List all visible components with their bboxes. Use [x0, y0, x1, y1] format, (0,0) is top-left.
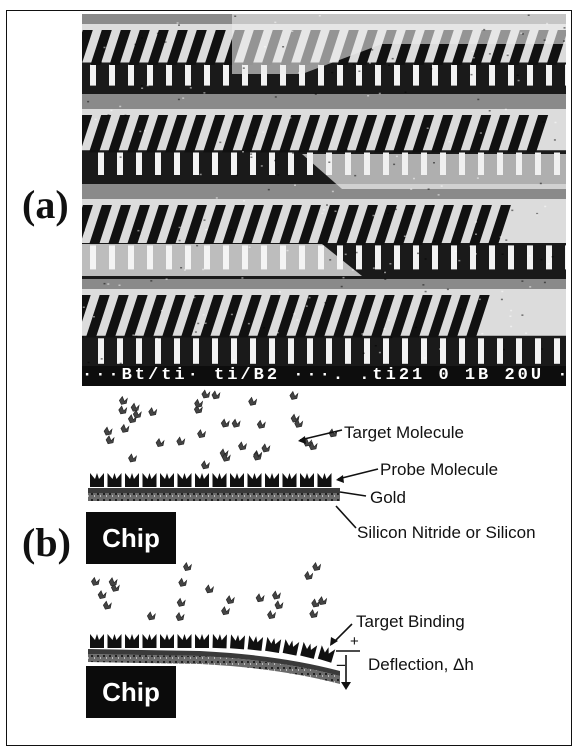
target-molecule: [177, 598, 185, 606]
target-molecule: [177, 437, 185, 445]
label-probe-molecule: Probe Molecule: [380, 461, 498, 478]
target-molecule: [290, 391, 298, 399]
probe-molecule: [318, 473, 332, 487]
target-molecule: [221, 419, 229, 427]
substrate-layer-bottom: [88, 654, 340, 684]
target-molecule: [106, 436, 114, 444]
target-molecule: [104, 427, 112, 435]
target-molecule: [205, 585, 213, 593]
target-molecule: [272, 591, 280, 599]
probe-molecule: [195, 634, 209, 648]
target-molecules-top: [104, 390, 337, 469]
probe-molecule: [283, 639, 300, 656]
probe-molecule: [265, 637, 281, 653]
probe-molecule: [283, 473, 297, 487]
target-molecule: [147, 612, 155, 620]
target-molecule: [249, 397, 257, 405]
probe-molecule: [178, 634, 192, 648]
target-molecule: [232, 419, 240, 427]
target-molecule: [119, 406, 127, 414]
substrate-layer-top: [88, 493, 340, 501]
leader-gold: [340, 492, 366, 496]
target-molecule: [176, 613, 184, 621]
probe-molecule: [125, 473, 139, 487]
arrowhead-target: [298, 436, 306, 444]
target-molecule: [195, 399, 203, 407]
target-molecule: [226, 596, 234, 604]
target-molecule: [149, 408, 157, 416]
probe-molecule: [300, 473, 314, 487]
probe-molecule: [230, 473, 244, 487]
target-molecule: [91, 577, 99, 585]
probe-molecule: [178, 473, 192, 487]
probe-molecule: [108, 634, 122, 648]
probe-molecule: [90, 634, 104, 648]
probe-molecule: [318, 645, 335, 662]
target-molecule: [313, 563, 321, 571]
target-molecule: [267, 611, 275, 619]
target-molecule: [109, 578, 117, 586]
probe-molecule: [248, 635, 264, 651]
target-molecule: [262, 444, 270, 452]
probe-molecule: [300, 642, 317, 659]
probe-molecule: [108, 473, 122, 487]
label-gold: Gold: [370, 489, 406, 506]
probe-molecule: [160, 473, 174, 487]
target-molecule: [212, 391, 220, 399]
target-molecule: [98, 591, 106, 599]
target-molecule: [103, 601, 111, 609]
probe-molecule: [213, 473, 227, 487]
label-target-binding: Target Binding: [356, 613, 465, 630]
probe-molecule: [230, 634, 245, 649]
deflection-arrowhead: [341, 682, 351, 690]
label-minus: −: [336, 657, 346, 674]
label-plus: +: [350, 634, 359, 649]
probe-molecule: [160, 634, 174, 648]
probe-molecule: [213, 634, 227, 648]
target-molecule: [131, 403, 139, 411]
probe-molecule: [195, 473, 209, 487]
target-molecule: [119, 396, 127, 404]
label-deflection: Deflection, Δh: [368, 656, 474, 673]
probe-molecules-top: [90, 473, 332, 487]
target-molecules-bottom: [91, 563, 326, 621]
target-molecule: [275, 601, 283, 609]
probe-molecule: [248, 473, 262, 487]
target-molecule: [238, 442, 246, 450]
target-molecule: [257, 420, 265, 428]
target-molecule: [256, 594, 264, 602]
probe-molecule: [265, 473, 279, 487]
target-molecule: [202, 390, 210, 398]
probe-molecule: [125, 634, 139, 648]
target-molecule: [201, 461, 209, 469]
target-molecule: [128, 454, 136, 462]
target-molecule: [312, 599, 320, 607]
target-molecule: [156, 439, 164, 447]
probe-molecule: [143, 634, 157, 648]
label-target-molecule: Target Molecule: [344, 424, 464, 441]
target-molecule: [319, 597, 327, 605]
probe-molecule: [143, 473, 157, 487]
target-molecule: [305, 571, 313, 579]
leader-substrate: [336, 506, 356, 528]
gold-layer-top: [88, 488, 340, 493]
target-molecule: [197, 430, 205, 438]
probe-molecule: [90, 473, 104, 487]
target-molecule: [121, 424, 129, 432]
label-substrate: Silicon Nitride or Silicon: [357, 524, 536, 541]
target-molecule: [221, 607, 229, 615]
leader-probe-molecule: [338, 469, 378, 479]
target-molecule: [310, 610, 318, 618]
arrowhead-probe: [336, 475, 344, 483]
target-molecule: [179, 578, 187, 586]
target-molecule: [183, 563, 191, 571]
